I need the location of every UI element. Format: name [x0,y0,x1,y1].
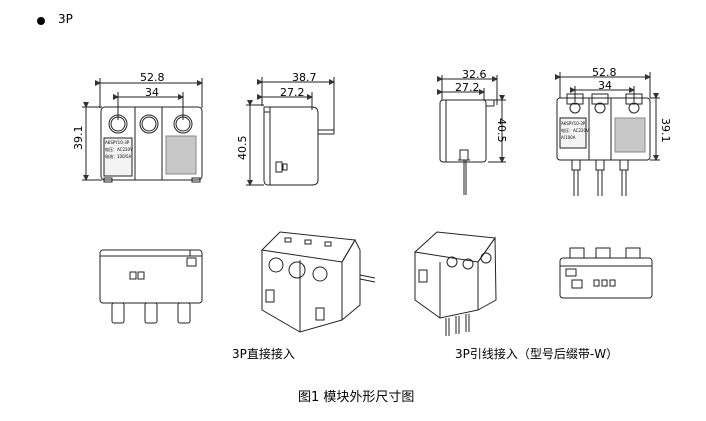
leadwire-side-view [437,75,506,195]
dim-lw-side-inner: 27.2 [455,81,480,94]
dim-lw-front-width: 52.8 [592,66,617,79]
dim-lw-front-span: 34 [598,79,612,92]
bottom-view-direct [99,249,203,324]
dim-front-hole-span: 34 [145,86,159,99]
lw-label-model: AKSPY10-3P [561,121,586,126]
bullet-point [37,17,45,25]
dim-lw-side-height: 40.5 [495,118,508,143]
dim-front-height: 39.1 [72,125,85,151]
dim-side-inner: 27.2 [280,86,305,99]
dim-side-height: 40.5 [236,135,249,161]
iso-view-direct [260,231,376,333]
dim-lw-front-height: 39.1 [659,118,672,143]
dim-front-width: 52.8 [140,71,165,84]
section-label: 3P [58,12,73,26]
caption-direct: 3P直接接入 [232,347,295,361]
bottom-view-leadwire [559,247,653,299]
lw-label-current: A/100A [561,135,576,140]
front-label-current: 电流：100/5A [105,154,132,159]
front-label-model: AKSPY10-3P [105,140,130,145]
caption-figure: 图1 模块外形尺寸图 [298,390,415,405]
lw-label-voltage: 电压：AC220V [561,128,589,133]
dim-lw-side-width: 32.6 [462,68,487,81]
front-view [82,78,203,183]
dim-side-width: 38.7 [292,71,317,84]
leadwire-front-view [555,72,660,196]
side-view [246,77,335,186]
front-label-voltage: 电压：AC220V [105,147,133,152]
iso-view-leadwire [413,231,497,336]
caption-leadwire: 3P引线接入（型号后缀带-W） [455,347,619,361]
